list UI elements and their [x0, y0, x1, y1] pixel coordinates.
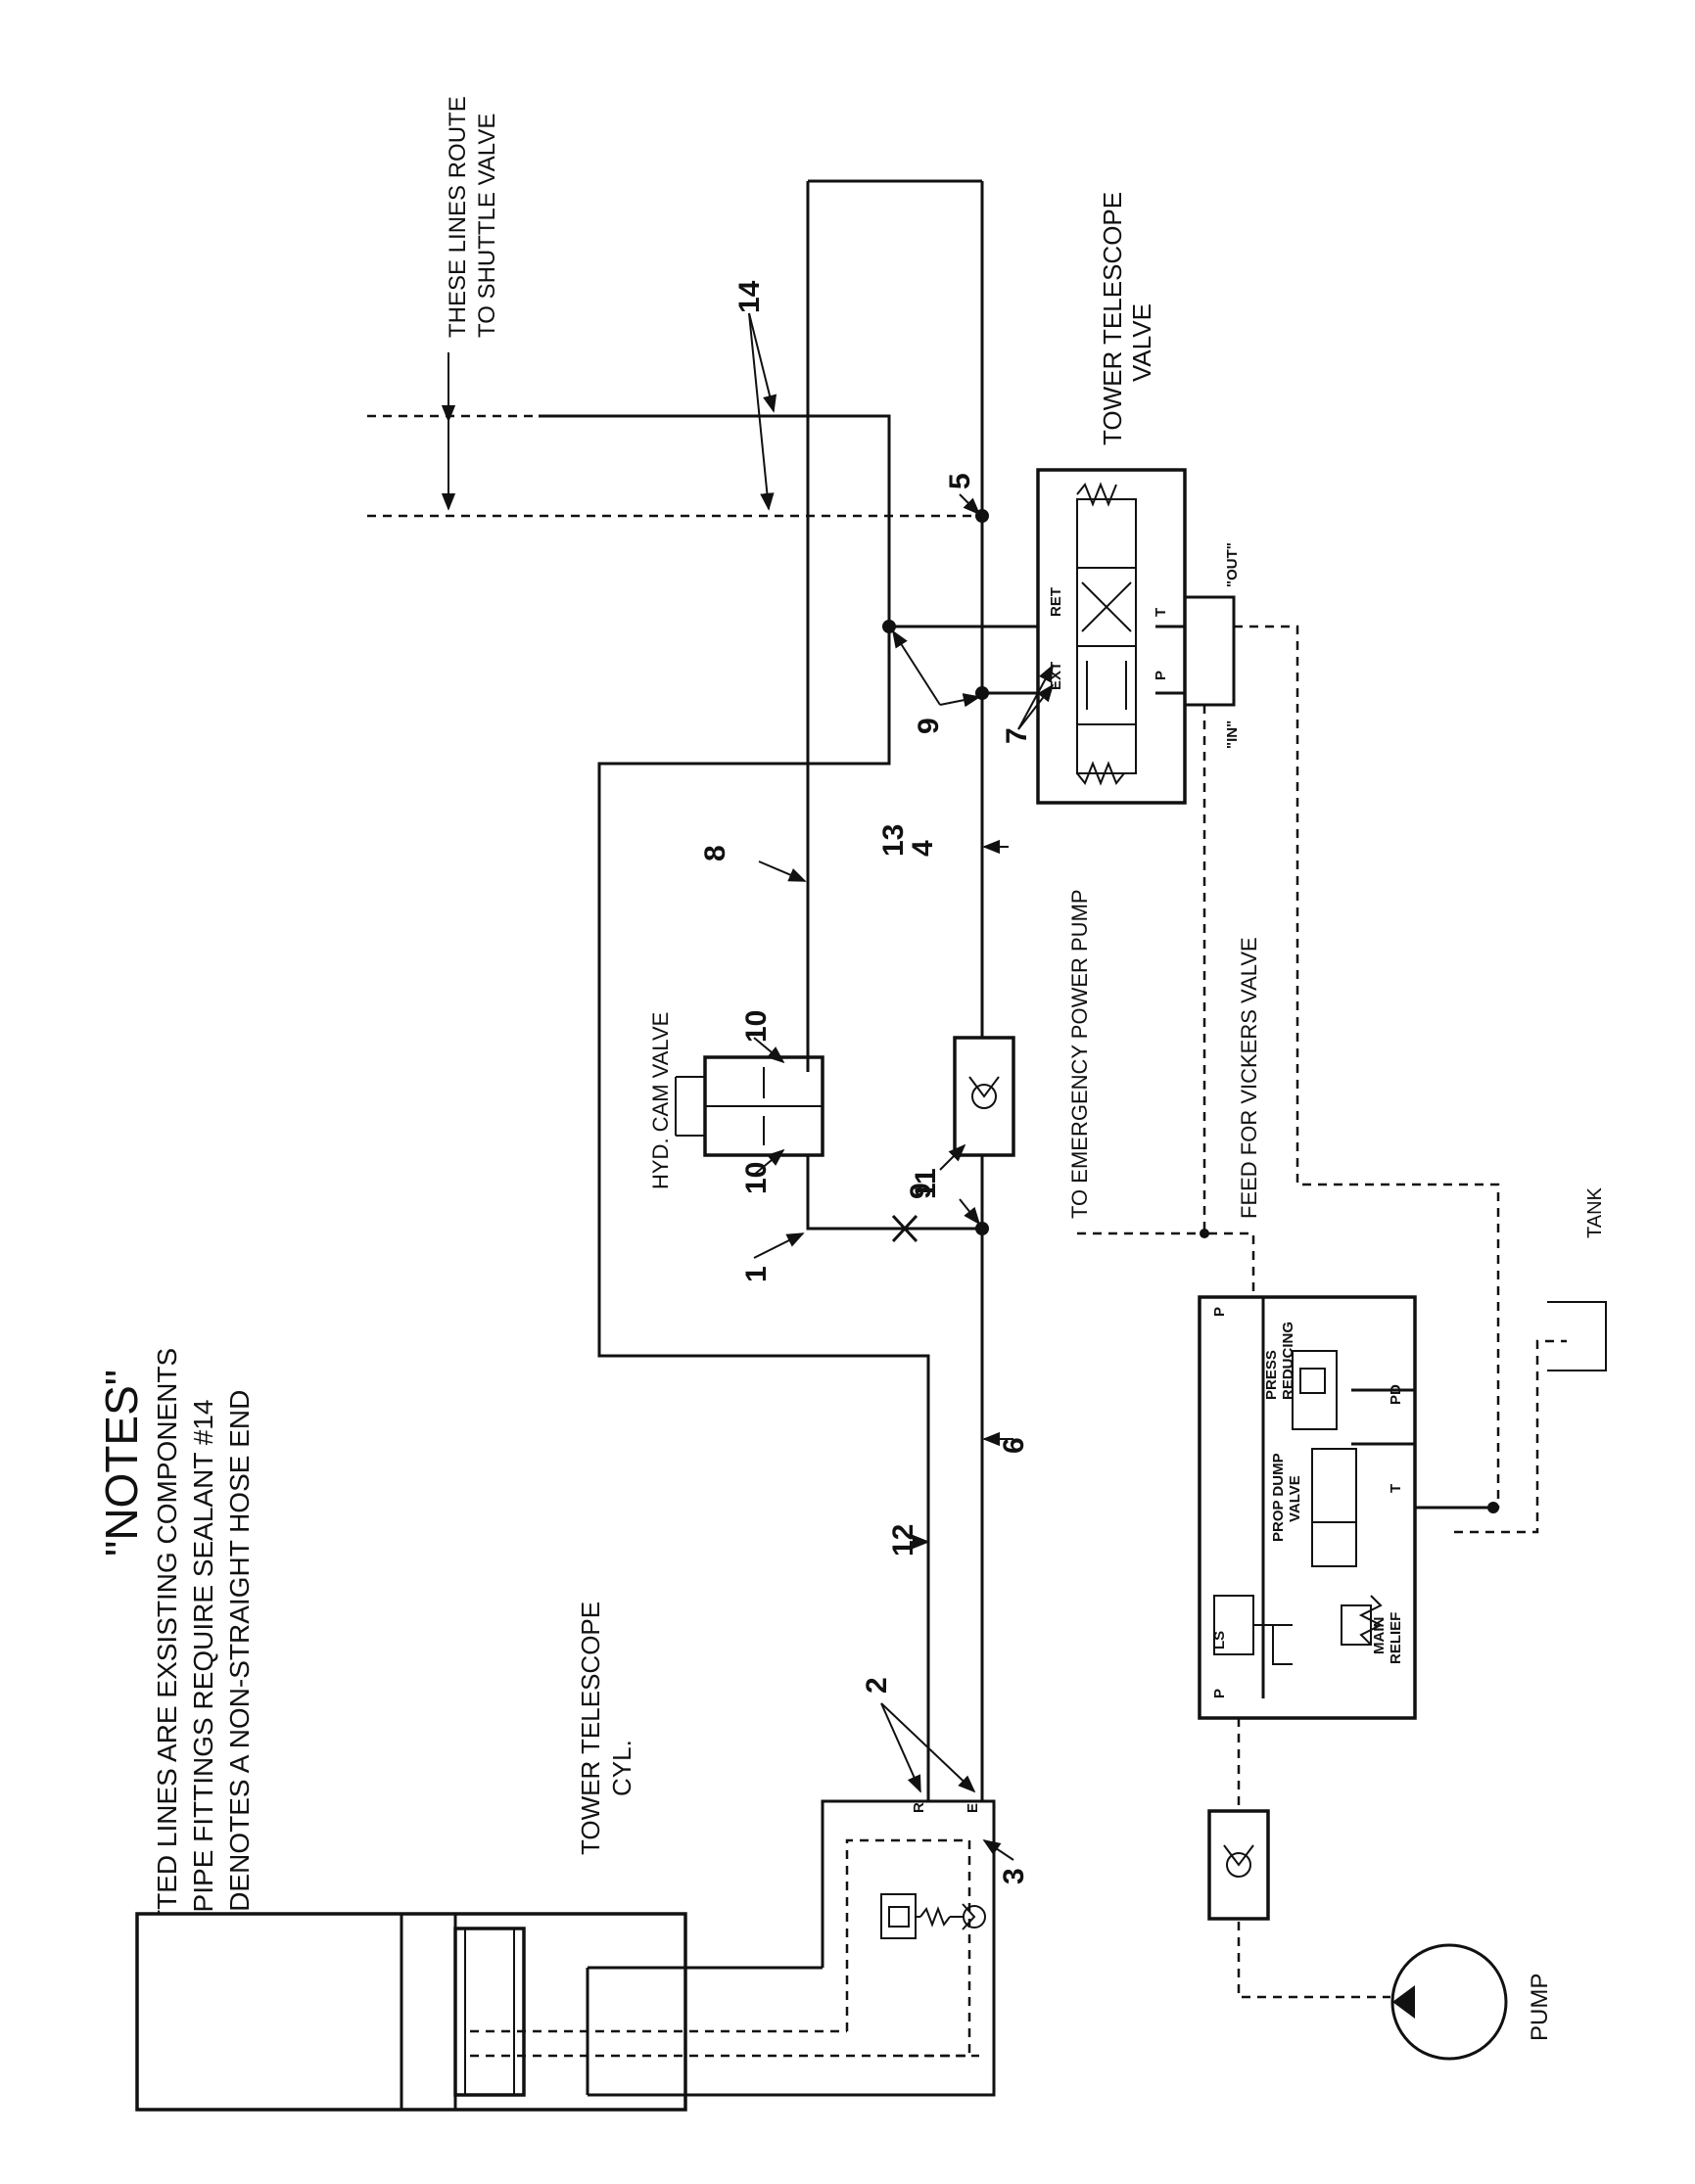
- port-ls: LS: [1211, 1631, 1228, 1650]
- shuttle-label-1: THESE LINES ROUTE: [445, 96, 471, 338]
- callout-3: 3: [998, 1868, 1030, 1884]
- main-relief-2: RELIEF: [1388, 1612, 1404, 1664]
- pump-label: PUMP: [1527, 1974, 1553, 2041]
- valve-in: "IN": [1224, 720, 1241, 749]
- callout-12: 12: [887, 1524, 919, 1557]
- cyl-label-1: TOWER TELESCOPE: [576, 1602, 605, 1855]
- cam-valve-label: HYD. CAM VALVE: [648, 1012, 673, 1189]
- prop-dump-1: PROP DUMP: [1270, 1453, 1287, 1542]
- callout-14: 14: [733, 280, 766, 313]
- cylinder-manifold: R E: [470, 1799, 996, 2097]
- valve-out: "OUT": [1224, 542, 1241, 587]
- callout-4: 4: [907, 840, 939, 857]
- prop-dump-2: VALVE: [1287, 1475, 1303, 1522]
- valve-ext: EXT: [1048, 662, 1064, 690]
- tower-telescope-valve: RET EXT T P: [1036, 468, 1236, 805]
- pump-symbol: [1390, 1943, 1508, 2061]
- press-reducing-1: PRESS: [1263, 1350, 1280, 1400]
- shuttle-lines: [367, 352, 982, 518]
- callout-2: 2: [861, 1677, 893, 1694]
- valve-label-2: VALVE: [1127, 303, 1156, 382]
- vickers-label: FEED FOR VICKERS VALVE: [1237, 937, 1261, 1219]
- valve-t: T: [1153, 608, 1169, 617]
- callout-5: 5: [944, 473, 976, 489]
- main-piping: [539, 179, 1155, 1801]
- cyl-label-2: CYL.: [607, 1740, 636, 1796]
- valve-p: P: [1153, 671, 1169, 680]
- main-relief-1: MAIN: [1371, 1617, 1388, 1654]
- callout-1: 1: [740, 1266, 773, 1282]
- callout-10b: 10: [740, 1162, 773, 1194]
- press-reducing-2: REDUCING: [1280, 1322, 1296, 1400]
- check-valve-11: [953, 1036, 1015, 1157]
- callout-9a: 9: [913, 718, 945, 734]
- port-p-bot: P: [1211, 1689, 1228, 1698]
- callout-7: 7: [1001, 727, 1033, 744]
- callout-8: 8: [699, 845, 731, 861]
- hyd-cam-valve: [675, 1055, 824, 1157]
- callout-10a: 10: [740, 1010, 773, 1043]
- port-r: R: [911, 1802, 927, 1813]
- note-3: "X"--DENOTES A NON-STRAIGHT HOSE END: [224, 1390, 255, 1968]
- valve-ret: RET: [1048, 587, 1064, 617]
- notes-block: "NOTES" DOTTED LINES ARE EXSISTING COMPO…: [96, 1348, 255, 2105]
- note-1: DOTTED LINES ARE EXSISTING COMPONENTS: [152, 1348, 182, 1968]
- notes-title: "NOTES": [96, 1370, 147, 1557]
- port-e: E: [965, 1803, 981, 1813]
- emergency-label: TO EMERGENCY POWER PUMP: [1067, 889, 1092, 1219]
- port-p-top: P: [1211, 1307, 1228, 1317]
- port-t: T: [1388, 1484, 1404, 1493]
- non-straight-hose-x: [891, 1214, 918, 1243]
- tower-telescope-cylinder: [135, 1912, 687, 2112]
- callout-9b: 9: [905, 1183, 937, 1199]
- pump-feed: [1207, 1718, 1390, 1999]
- shuttle-label-2: TO SHUTTLE VALVE: [474, 114, 500, 338]
- callout-arrows: [748, 312, 1055, 1861]
- callout-13: 13: [877, 824, 910, 857]
- callout-numbers: 1 2 3 4 5 6 7 8 9 9 10 10 11 12 13 14: [699, 280, 1033, 1884]
- callout-11: 11: [910, 1168, 942, 1199]
- valve-label-1: TOWER TELESCOPE: [1098, 192, 1127, 445]
- tank-label: TANK: [1584, 1186, 1606, 1238]
- callout-6: 6: [998, 1437, 1030, 1454]
- pump-manifold: P P PD T LS PRESS REDUCING PROP DUMP VAL…: [1198, 1295, 1417, 1720]
- note-2: ALL PIPE FITTINGS REQUIRE SEALANT #14: [188, 1400, 218, 1968]
- port-pd: PD: [1388, 1384, 1404, 1405]
